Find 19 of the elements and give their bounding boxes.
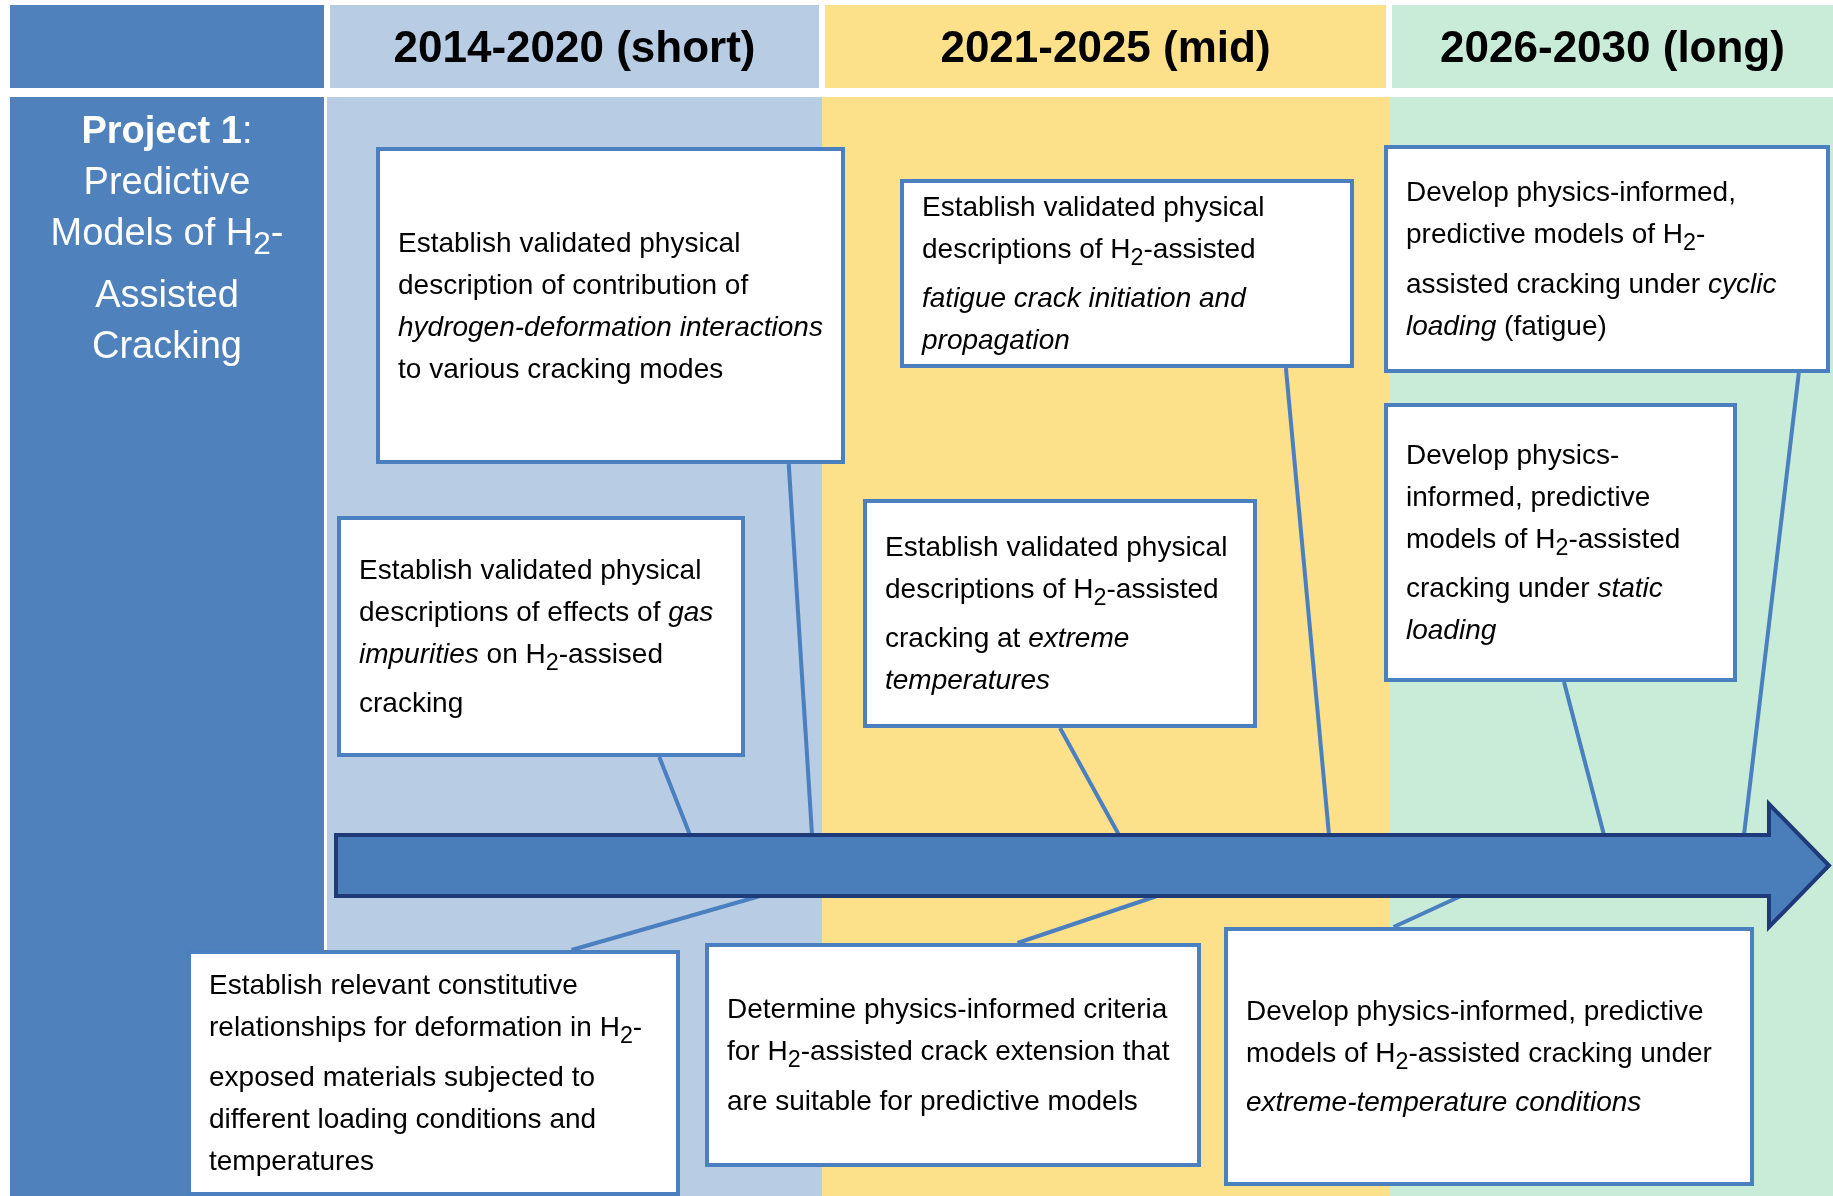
leader-line — [657, 756, 692, 836]
leader-line — [1562, 681, 1606, 836]
leader-line — [1742, 372, 1801, 836]
text-box: Establish validated physical descriptions of H$_{2}$-assisted fatigue crack initiation and propagation — [900, 179, 1354, 368]
text-box: Develop physics-informed, predictive models of H$_{2}$-assisted cracking under extreme-temperature conditions — [1224, 927, 1754, 1186]
text-box: Develop physics-informed, predictive models of H$_{2}$-assisted cracking under static loading — [1384, 403, 1737, 682]
text-box: Establish relevant constitutive relationships for deformation in H$_{2}$-exposed materials subjected to different loading conditions and temperatures — [187, 950, 680, 1196]
column-header: 2026-2030 (long) — [1392, 5, 1833, 88]
leader-line — [1283, 367, 1331, 836]
text-box: Determine physics-informed criteria for H$_{2}$-assisted crack extension that are suitable for predictive models — [705, 943, 1201, 1167]
text-box: Establish validated physical description of contribution of hydrogen-deformation interactions to various cracking modes — [376, 147, 845, 464]
column-header: 2014-2020 (short) — [330, 5, 819, 88]
leader-line — [1058, 727, 1121, 836]
text-box: Establish validated physical descriptions of effects of gas impurities on H$_{2}$-assised cracking — [337, 516, 745, 757]
leader-line — [786, 463, 814, 836]
column-header: 2021-2025 (mid) — [825, 5, 1386, 88]
text-box: Develop physics-informed, predictive models of H$_{2}$-assisted cracking under cyclic loading (fatigue) — [1384, 145, 1830, 373]
timeline-bar — [334, 802, 1831, 929]
text-box: Establish validated physical descriptions of H$_{2}$-assisted cracking at extreme temperatures — [863, 499, 1257, 728]
